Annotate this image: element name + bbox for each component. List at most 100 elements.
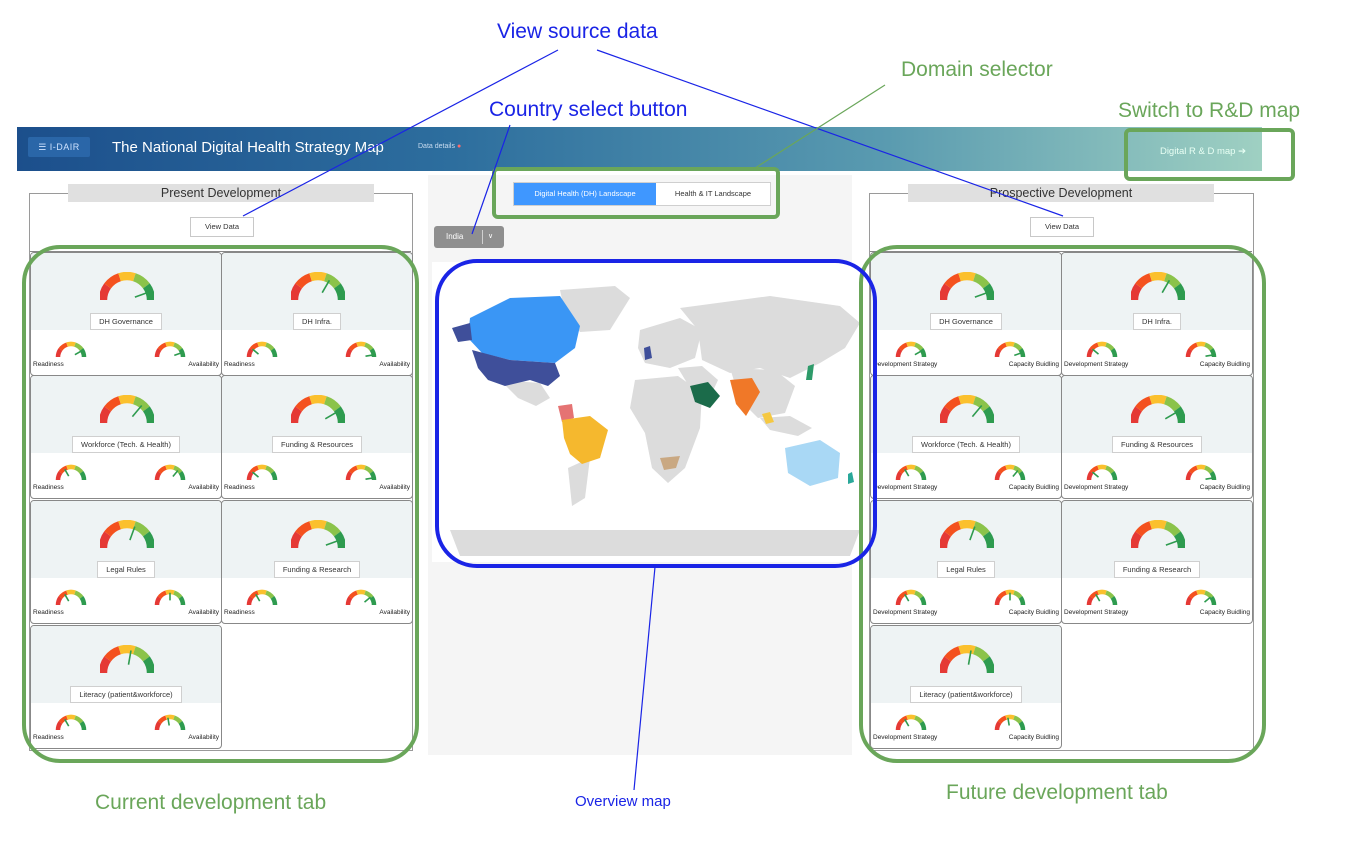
- card-name: Funding & Resources: [1111, 436, 1203, 453]
- indicator-card[interactable]: Funding & Research Development Strategy …: [1061, 500, 1253, 624]
- sub-gauge-2: [993, 464, 1027, 481]
- indicator-card[interactable]: Funding & Resources Readiness Availabili…: [221, 375, 413, 499]
- map-alaska: [452, 323, 472, 342]
- sub-gauge-label-2: Availability: [379, 361, 410, 368]
- sub-gauge-2: [344, 341, 378, 358]
- prospective-view-data-button[interactable]: View Data: [1030, 217, 1094, 237]
- sub-gauge-label-2: Availability: [188, 361, 219, 368]
- sub-gauge-1: [894, 714, 928, 731]
- sub-gauge-2: [153, 714, 187, 731]
- main-gauge: [98, 519, 156, 549]
- card-name: DH Governance: [930, 313, 1002, 330]
- tab-health-it-landscape[interactable]: Health & IT Landscape: [674, 189, 752, 198]
- sub-gauge-label-2: Capacity Buidling: [1008, 734, 1059, 741]
- sub-gauge-1: [245, 464, 279, 481]
- sub-gauge-label-2: Capacity Buidling: [1008, 361, 1059, 368]
- card-name-wrapper: DH Governance: [31, 311, 221, 330]
- sub-gauge-label-1: Readiness: [224, 361, 255, 368]
- indicator-card[interactable]: Workforce (Tech. & Health) Development S…: [870, 375, 1062, 499]
- card-name-wrapper: Legal Rules: [871, 559, 1061, 578]
- card-name: DH Infra.: [1132, 313, 1181, 330]
- indicator-card[interactable]: Literacy (patient&workforce) Development…: [870, 625, 1062, 749]
- indicator-card[interactable]: DH Governance Development Strategy Capac…: [870, 252, 1062, 376]
- main-gauge: [289, 519, 347, 549]
- app-title: The National Digital Health Strategy Map: [112, 139, 384, 156]
- card-name: DH Infra.: [292, 313, 341, 330]
- sub-gauge-1: [245, 341, 279, 358]
- sub-gauge-2: [344, 589, 378, 606]
- sub-gauge-1: [1085, 464, 1119, 481]
- card-name-wrapper: DH Governance: [871, 311, 1061, 330]
- sub-gauge-1: [894, 589, 928, 606]
- card-name-wrapper: Literacy (patient&workforce): [31, 684, 221, 703]
- indicator-card[interactable]: Legal Rules Readiness Availability: [30, 500, 222, 624]
- card-name-wrapper: DH Infra.: [222, 311, 412, 330]
- indicator-card[interactable]: Literacy (patient&workforce) Readiness A…: [30, 625, 222, 749]
- sub-gauge-label-2: Availability: [188, 734, 219, 741]
- indicator-card[interactable]: Funding & Resources Development Strategy…: [1061, 375, 1253, 499]
- sub-gauge-label-2: Capacity Buidling: [1008, 484, 1059, 491]
- sub-gauge-2: [993, 589, 1027, 606]
- sub-gauge-2: [1184, 589, 1218, 606]
- card-name: Legal Rules: [97, 561, 155, 578]
- sub-gauge-2: [153, 589, 187, 606]
- main-gauge: [938, 271, 996, 301]
- sub-gauge-label-1: Development Strategy: [1064, 361, 1129, 368]
- world-map[interactable]: [440, 268, 868, 556]
- sub-gauge-label-2: Capacity Buidling: [1199, 361, 1250, 368]
- map-new-zealand: [848, 472, 854, 484]
- sub-gauge-1: [894, 341, 928, 358]
- card-name-wrapper: DH Infra.: [1062, 311, 1252, 330]
- card-name-wrapper: Workforce (Tech. & Health): [871, 434, 1061, 453]
- sub-gauge-label-1: Readiness: [33, 361, 64, 368]
- card-name: Legal Rules: [937, 561, 995, 578]
- sub-gauge-1: [1085, 341, 1119, 358]
- indicator-card[interactable]: Workforce (Tech. & Health) Readiness Ava…: [30, 375, 222, 499]
- card-name-wrapper: Workforce (Tech. & Health): [31, 434, 221, 453]
- annotation-country-select: Country select button: [489, 98, 688, 121]
- sub-gauge-label-1: Readiness: [224, 484, 255, 491]
- sub-gauge-2: [153, 341, 187, 358]
- card-name: Funding & Resources: [271, 436, 363, 453]
- sub-gauge-2: [153, 464, 187, 481]
- select-separator: [482, 230, 483, 244]
- idair-logo[interactable]: ☰ I-DAIR: [28, 137, 90, 157]
- indicator-card[interactable]: DH Infra. Development Strategy Capacity …: [1061, 252, 1253, 376]
- sub-gauge-label-2: Availability: [379, 609, 410, 616]
- sub-gauge-label-2: Capacity Buidling: [1199, 484, 1250, 491]
- tab-dh-landscape[interactable]: Digital Health (DH) Landscape: [514, 183, 656, 205]
- map-australia: [785, 440, 840, 486]
- main-gauge: [98, 644, 156, 674]
- domain-selector: Digital Health (DH) Landscape Health & I…: [513, 182, 771, 206]
- sub-gauge-1: [894, 464, 928, 481]
- sub-gauge-1: [54, 341, 88, 358]
- sub-gauge-2: [993, 714, 1027, 731]
- sub-gauge-2: [1184, 341, 1218, 358]
- sub-gauge-label-1: Development Strategy: [873, 484, 938, 491]
- sub-gauge-1: [54, 589, 88, 606]
- main-gauge: [1129, 394, 1187, 424]
- country-selected-value: India: [446, 232, 464, 241]
- data-details-link[interactable]: Data details●: [418, 143, 461, 150]
- annotation-domain-selector: Domain selector: [901, 58, 1053, 81]
- sub-gauge-label-1: Development Strategy: [873, 609, 938, 616]
- indicator-card[interactable]: DH Governance Readiness Availability: [30, 252, 222, 376]
- indicator-card[interactable]: Funding & Research Readiness Availabilit…: [221, 500, 413, 624]
- indicator-card[interactable]: Legal Rules Development Strategy Capacit…: [870, 500, 1062, 624]
- card-name: DH Governance: [90, 313, 162, 330]
- annotation-switch-rd-map: Switch to R&D map: [1118, 99, 1301, 122]
- country-select[interactable]: India ∨: [434, 226, 504, 248]
- indicator-card[interactable]: DH Infra. Readiness Availability: [221, 252, 413, 376]
- main-gauge: [98, 271, 156, 301]
- present-development-title: Present Development: [68, 184, 374, 202]
- card-name-wrapper: Funding & Resources: [1062, 434, 1252, 453]
- sub-gauge-2: [1184, 464, 1218, 481]
- prospective-development-title: Prospective Development: [908, 184, 1214, 202]
- sub-gauge-label-2: Capacity Buidling: [1008, 609, 1059, 616]
- sub-gauge-label-2: Availability: [379, 484, 410, 491]
- present-view-data-button[interactable]: View Data: [190, 217, 254, 237]
- data-details-label: Data details: [418, 143, 455, 150]
- digital-rd-map-button[interactable]: Digital R & D map ➔: [1159, 146, 1247, 157]
- sub-gauge-1: [54, 714, 88, 731]
- card-name: Funding & Research: [1113, 561, 1201, 578]
